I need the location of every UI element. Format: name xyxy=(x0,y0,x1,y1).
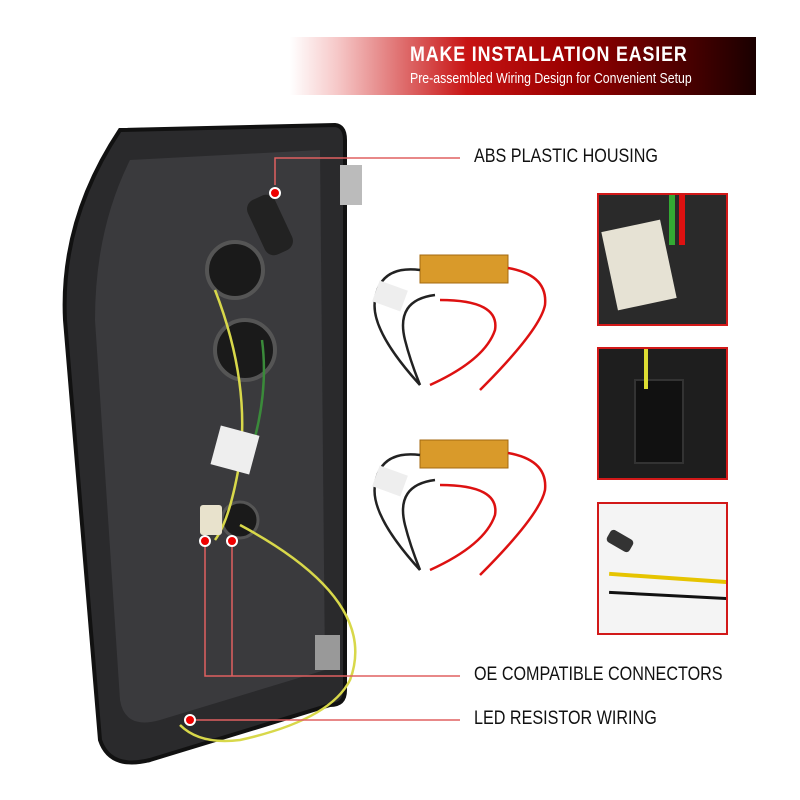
callout-dot xyxy=(184,187,281,726)
callout-oe-compatible-connectors: OE COMPATIBLE CONNECTORS xyxy=(474,664,723,685)
thumbnail-connector-plug xyxy=(597,347,728,480)
thumbnail-connector-socket xyxy=(597,193,728,326)
banner-subtitle: Pre-assembled Wiring Design for Convenie… xyxy=(410,70,692,87)
banner-title: MAKE INSTALLATION EASIER xyxy=(410,43,688,66)
resistor-harness-bottom xyxy=(372,439,547,576)
resistor-harness-top xyxy=(372,254,547,391)
thumbnail-wire-splice xyxy=(597,502,728,635)
callout-led-resistor-wiring: LED RESISTOR WIRING xyxy=(474,708,657,729)
header-banner: MAKE INSTALLATION EASIER Pre-assembled W… xyxy=(290,37,756,95)
callout-abs-plastic-housing: ABS PLASTIC HOUSING xyxy=(474,146,658,167)
